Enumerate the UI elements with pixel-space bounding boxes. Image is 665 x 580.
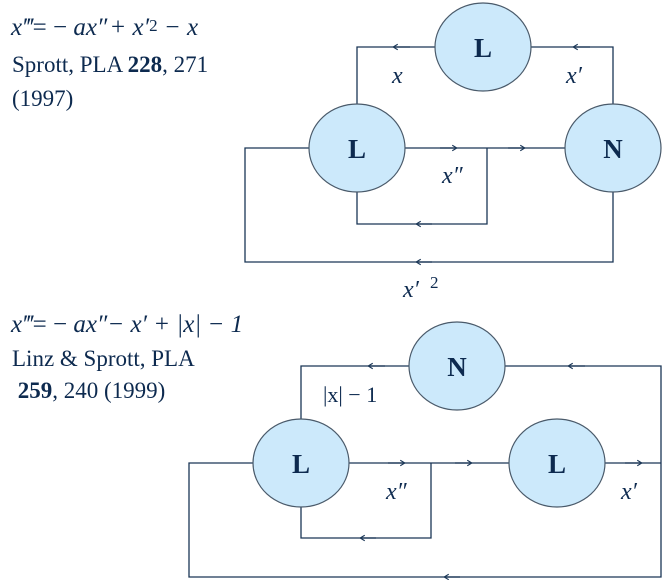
diagram-2-node-left: L [252, 418, 350, 508]
equation-2-eq: = − [32, 311, 74, 338]
diagram-2-node-right: L [508, 418, 606, 508]
node-label: L [292, 449, 310, 479]
equation-2: x‴= − ax″− x′ + |x| − 1 [11, 312, 243, 338]
equation-1-eq: = − [32, 14, 74, 41]
wire-outer-loop [244, 147, 614, 263]
node-label: L [474, 33, 492, 63]
equation-2-minus-term: − x′ [107, 311, 148, 338]
citation-1-line1: Sprott, PLA 228, 271 [12, 52, 208, 78]
node-label: L [548, 449, 566, 479]
label-x-prime-2: x′ [620, 479, 638, 505]
node-label: L [348, 134, 366, 164]
diagram-1-node-left: L [308, 103, 406, 193]
wire-x-prime [530, 46, 614, 105]
citation-2-page: , 240 (1999) [52, 378, 166, 403]
wire-top-return [505, 365, 662, 463]
diagram-1-node-right: N [564, 103, 662, 193]
citation-2-volume: 259 [17, 378, 53, 403]
citation-1-page: , 271 [162, 52, 209, 77]
equation-1-exponent: 2 [149, 16, 158, 35]
equation-1-rest: − x [157, 14, 199, 41]
equation-2-a-term: ax″ [73, 311, 108, 338]
citation-1-line2: (1997) [12, 86, 74, 111]
label-x-double-prime: x″ [441, 163, 464, 189]
label-x-prime: x′ [565, 63, 583, 89]
diagram-2-wires [188, 362, 662, 580]
label-x-double-prime-2: x″ [385, 479, 408, 505]
diagram-2-node-top: N [408, 321, 506, 411]
diagram-1-node-top: L [434, 2, 532, 92]
citation-2-line1: Linz & Sprott, PLA [12, 346, 195, 371]
label-x-prime-sq-exponent: 2 [430, 273, 439, 292]
equation-2-lhs: x‴ [11, 311, 33, 338]
diagram-1-wires [244, 43, 614, 266]
equation-1: x‴= − ax″ + x′2 − x [11, 15, 198, 41]
equation-1-plus-term: + x′ [109, 14, 150, 41]
wire-outer-loop-2 [188, 462, 662, 578]
label-abs-x-minus-1: |x| − 1 [323, 382, 377, 407]
citation-1-volume: 228 [127, 52, 163, 77]
equation-1-lhs: x‴ [11, 14, 33, 41]
equation-2-rest: + |x| − 1 [147, 311, 244, 338]
node-label: N [603, 134, 623, 164]
wire-x [356, 46, 437, 105]
equation-1-a-term: ax″ [73, 14, 108, 41]
node-label: N [447, 352, 467, 382]
citation-2-line2: 259, 240 (1999) [12, 378, 166, 404]
citation-1-journal: Sprott, PLA [12, 52, 128, 77]
label-x: x [391, 63, 403, 89]
label-x-prime-sq: x′ [402, 277, 420, 303]
